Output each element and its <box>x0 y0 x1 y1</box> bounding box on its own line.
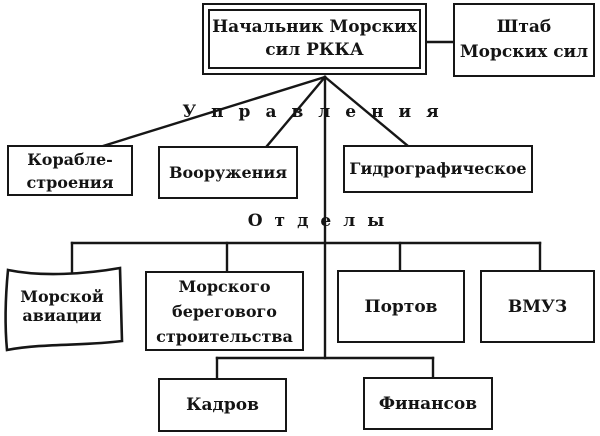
node-armament: Вооружения <box>158 146 298 199</box>
node-ports: Портов <box>337 270 465 343</box>
node-label-line: Морских сил <box>459 42 589 62</box>
node-vmuz: ВМУЗ <box>480 270 595 343</box>
connector-chief-armament <box>265 75 327 148</box>
node-label-line: строительства <box>156 326 293 346</box>
node-coastal-construction: Морского берегового строительства <box>145 271 304 351</box>
node-label-line: Начальник Морских <box>212 17 417 37</box>
node-label-line: Финансов <box>378 393 478 414</box>
node-naval-aviation: Морской авиации <box>10 275 114 337</box>
node-finance: Финансов <box>363 377 493 430</box>
node-hydrographic: Гидрографическое <box>343 145 533 193</box>
node-chief-inner-frame: Начальник Морских сил РККА <box>208 9 421 69</box>
node-label-line: Корабле- <box>27 149 113 169</box>
node-label-line: Вооружения <box>168 162 288 182</box>
node-label-line: берегового <box>172 301 277 321</box>
node-label-line: Морской <box>20 287 104 306</box>
connector-chief-shipbuilding <box>101 75 327 148</box>
node-label-line: Гидрографическое <box>349 159 527 178</box>
node-label-line: ВМУЗ <box>507 296 568 317</box>
node-label-line: строения <box>26 172 114 192</box>
node-shipbuilding: Корабле- строения <box>7 145 133 196</box>
node-chief-of-naval-forces: Начальник Морских сил РККА <box>202 3 427 75</box>
node-naval-staff: Штаб Морских сил <box>453 3 595 77</box>
node-label-line: сил РККА <box>265 40 364 60</box>
node-personnel: Кадров <box>158 378 287 432</box>
node-naval-aviation-frame <box>4 266 124 352</box>
node-label-line: Портов <box>364 296 438 317</box>
node-label-line: Штаб <box>496 17 552 37</box>
node-label-line: авиации <box>22 306 102 325</box>
section-heading-upravleniya: Управления <box>182 102 454 122</box>
node-label-line: Кадров <box>186 395 259 415</box>
node-label-line: Морского <box>178 276 271 296</box>
section-heading-otdely: Отделы <box>247 211 397 231</box>
connector-chief-hydrographic <box>323 75 410 148</box>
